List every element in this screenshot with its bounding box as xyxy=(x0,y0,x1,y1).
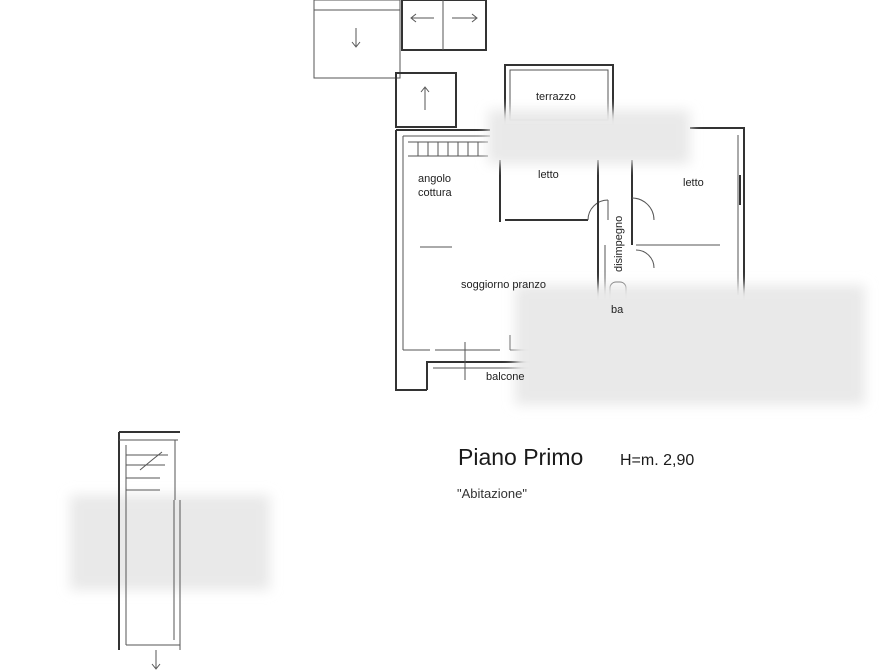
label-disimpegno: disimpegno xyxy=(613,216,625,272)
lower-stair-block xyxy=(118,431,181,670)
label-soggiorno: soggiorno pranzo xyxy=(461,279,546,291)
top-stair-block xyxy=(313,0,401,79)
label-bagno: ba xyxy=(611,304,624,316)
stair-entry-block xyxy=(395,72,457,128)
label-cottura: cottura xyxy=(418,187,453,199)
floor-use: "Abitazione" xyxy=(457,486,527,501)
top-double-door-block xyxy=(401,0,487,51)
label-angolo: angolo xyxy=(418,173,451,185)
floor-height: H=m. 2,90 xyxy=(620,452,695,469)
label-letto-1: letto xyxy=(538,169,559,181)
label-letto-2: letto xyxy=(683,177,704,189)
floor-title: Piano Primo xyxy=(458,444,584,470)
label-balcone: balcone xyxy=(486,371,525,383)
label-terrazzo: terrazzo xyxy=(536,91,576,103)
obscured-areas xyxy=(70,110,865,590)
